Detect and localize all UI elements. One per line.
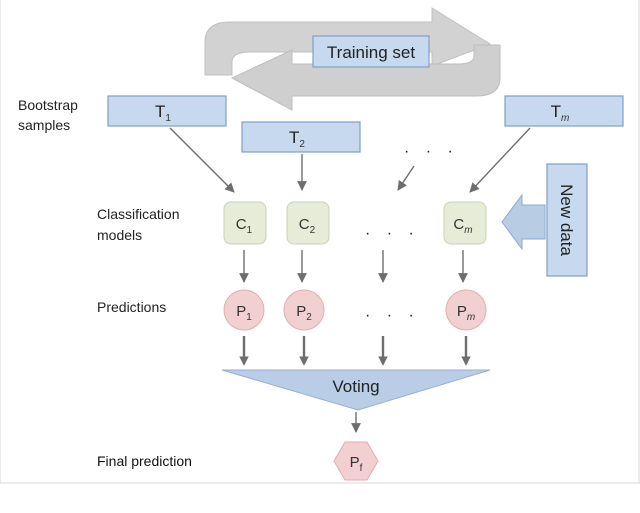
prediction-pm: Pm (445, 289, 487, 331)
classification-label-line2: models (97, 227, 142, 243)
svg-text:P2: P2 (296, 303, 312, 323)
new-data-arrow-icon (501, 193, 546, 251)
classification-label-line1: Classification (97, 206, 179, 222)
training-set-label: Training set (327, 43, 415, 62)
bootstrap-sample-1: T1 (107, 95, 227, 127)
svg-text:Pf: Pf (350, 454, 363, 474)
model-c2: C2 (286, 201, 330, 245)
model-c1: C1 (223, 201, 267, 245)
svg-text:C1: C1 (236, 216, 253, 236)
final-prediction-label: Final prediction (97, 453, 192, 469)
svg-text:P1: P1 (236, 303, 252, 323)
prediction-p1: P1 (223, 289, 265, 331)
arrow-t1-c1 (169, 127, 235, 193)
bootstrap-ellipsis: · · · (404, 143, 459, 160)
svg-text:Pm: Pm (457, 303, 475, 323)
svg-text:Tm: Tm (551, 102, 570, 124)
models-ellipsis: · · · (365, 225, 420, 242)
svg-text:C2: C2 (299, 216, 316, 236)
new-data-label: New data (557, 184, 576, 256)
training-set-box (312, 35, 430, 68)
arrow-tm-cm (469, 127, 531, 193)
arrow-dots-cdots (397, 165, 415, 191)
svg-text:Cm: Cm (453, 216, 472, 236)
bootstrap-label-line2: samples (18, 117, 70, 133)
bootstrap-label-line1: Bootstrap (18, 97, 78, 113)
svg-text:T2: T2 (289, 128, 305, 150)
model-cm: Cm (443, 201, 487, 245)
voting-funnel (221, 369, 491, 411)
prediction-p2: P2 (283, 289, 325, 331)
svg-text:T1: T1 (155, 102, 171, 124)
bootstrap-sample-m: Tm (504, 95, 624, 127)
voting-label: Voting (332, 377, 379, 396)
bootstrap-sample-2: T2 (241, 121, 361, 153)
predictions-label: Predictions (97, 299, 166, 315)
final-prediction-node: Pf (333, 441, 379, 481)
predictions-ellipsis: · · · (365, 307, 420, 324)
new-data-box (546, 163, 588, 277)
